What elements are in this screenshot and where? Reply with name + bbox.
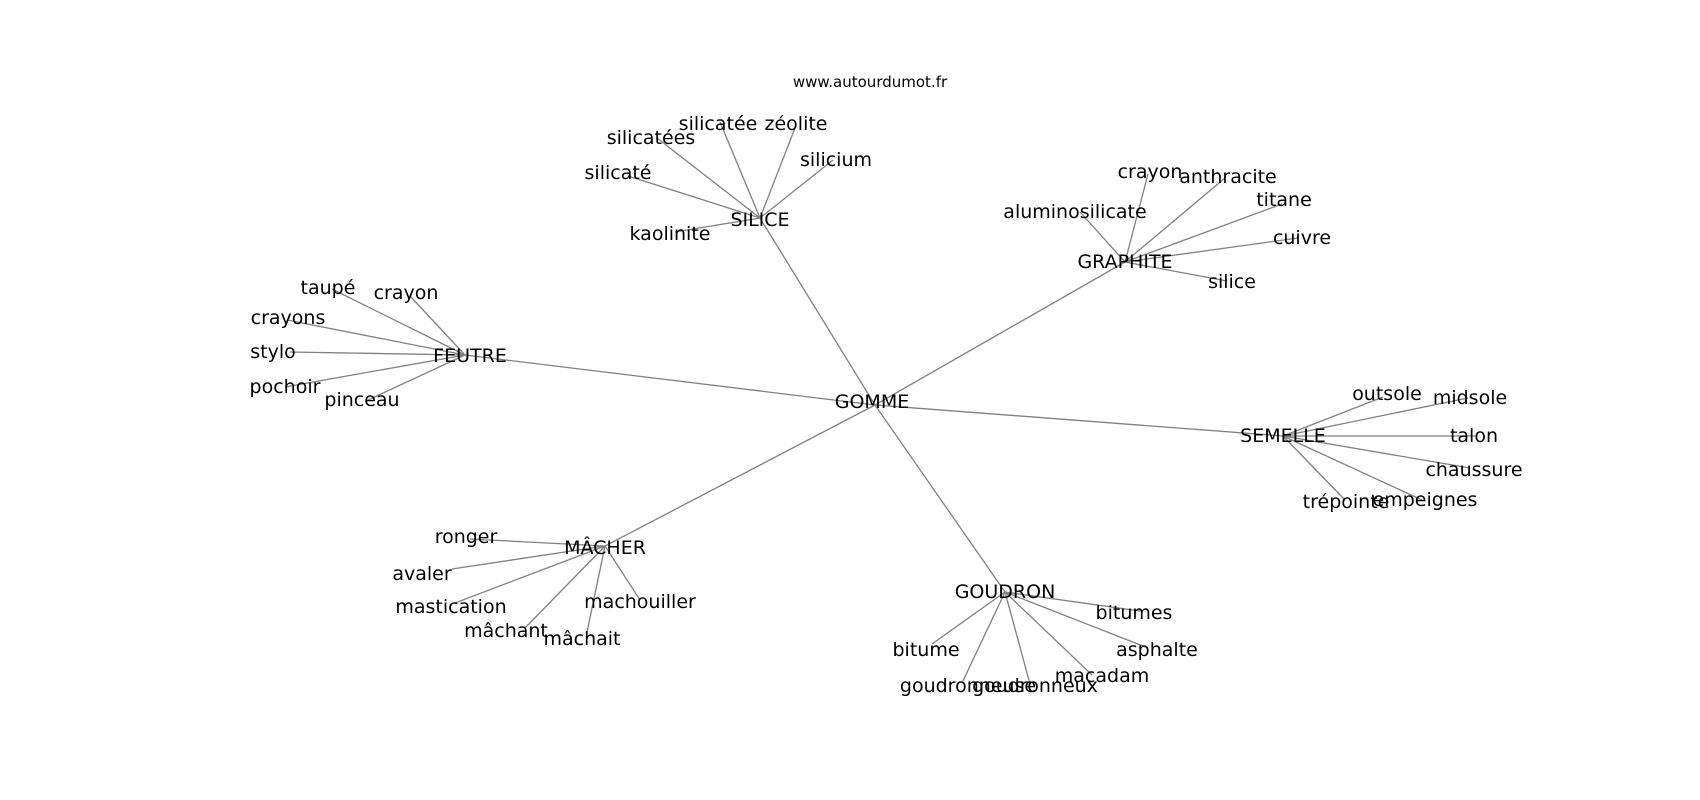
leaf-node-feutre-pinceau: pinceau xyxy=(324,389,399,411)
edge-feutre-pochoir xyxy=(284,354,466,388)
hub-node-macher: MÂCHER xyxy=(564,536,646,559)
hub-node-goudron: GOUDRON xyxy=(955,581,1056,603)
edge-center-feutre xyxy=(464,354,876,406)
edge-semelle-chaussure xyxy=(1282,435,1471,469)
edge-silice-silicium xyxy=(759,159,834,219)
edge-graphite-silice xyxy=(1124,261,1228,282)
edge-silice-silicatees xyxy=(656,137,761,219)
edge-feutre-crayons xyxy=(286,319,466,356)
leaf-node-graphite-crayon: crayon xyxy=(1118,161,1183,183)
edge-graphite-titane xyxy=(1124,203,1283,263)
edge-center-silice xyxy=(759,217,876,406)
edge-silice-kaolinite xyxy=(674,217,761,233)
center-node-label: GOMME xyxy=(835,391,909,413)
edge-semelle-outsole xyxy=(1282,396,1384,437)
hub-node-semelle: SEMELLE xyxy=(1240,425,1326,447)
edge-macher-machouiller xyxy=(604,545,641,601)
leaf-node-semelle-outsole: outsole xyxy=(1352,383,1422,405)
edge-center-semelle xyxy=(874,404,1284,437)
leaf-node-goudron-bitume: bitume xyxy=(892,639,959,661)
edge-macher-mastication xyxy=(454,545,606,604)
hub-node-graphite: GRAPHITE xyxy=(1077,251,1172,273)
graph-edges xyxy=(284,121,1475,685)
edge-graphite-crayon xyxy=(1124,173,1149,263)
leaf-node-semelle-midsole: midsole xyxy=(1433,387,1507,409)
leaf-node-graphite-silice: silice xyxy=(1208,271,1256,293)
leaf-node-graphite-titane: titane xyxy=(1256,189,1312,211)
leaf-node-goudron-bitumes: bitumes xyxy=(1096,602,1173,624)
leaf-node-macher-avaler: avaler xyxy=(392,563,451,585)
edge-center-goudron xyxy=(874,404,1006,593)
edge-goudron-bitume xyxy=(931,591,1006,645)
leaf-node-feutre-stylo: stylo xyxy=(250,341,296,363)
edge-macher-machait xyxy=(586,545,606,633)
leaf-node-semelle-talon: talon xyxy=(1450,425,1498,447)
leaf-node-semelle-chaussure: chaussure xyxy=(1425,459,1522,481)
edge-semelle-trepointe xyxy=(1282,435,1346,501)
leaf-node-macher-ronger: ronger xyxy=(435,526,498,548)
edge-silice-zeolite xyxy=(759,127,796,219)
edge-goudron-goudronneuse xyxy=(961,591,1006,684)
leaf-node-semelle-trepointe: trépointe xyxy=(1303,491,1390,513)
edge-center-macher xyxy=(604,404,876,547)
leaf-node-macher-mastication: mastication xyxy=(395,596,506,618)
edge-goudron-bitumes xyxy=(1004,591,1141,612)
leaf-node-graphite-aluminosilicate: aluminosilicate xyxy=(1003,201,1146,223)
leaf-node-graphite-anthracite: anthracite xyxy=(1179,166,1277,188)
edge-goudron-macadam xyxy=(1004,591,1093,676)
leaf-node-feutre-pochoir: pochoir xyxy=(250,376,321,398)
leaf-node-silice-zeolite: zéolite xyxy=(765,113,828,135)
leaf-node-macher-machant: mâchant xyxy=(464,620,548,642)
leaf-node-macher-machait: mâchait xyxy=(543,628,620,650)
edge-graphite-aluminosilicate xyxy=(1079,211,1126,263)
hub-node-feutre: FEUTRE xyxy=(433,345,507,367)
edge-graphite-cuivre xyxy=(1124,237,1299,263)
edge-macher-ronger xyxy=(469,538,606,547)
edge-silice-silicate xyxy=(627,175,761,219)
edge-semelle-empeignes xyxy=(1282,435,1423,501)
leaf-node-goudron-macadam: macadam xyxy=(1055,665,1149,687)
edge-goudron-asphalte xyxy=(1004,591,1149,649)
edge-center-graphite xyxy=(874,261,1126,406)
edge-graphite-anthracite xyxy=(1124,177,1226,263)
leaf-node-silice-silicatee: silicatée xyxy=(679,113,758,135)
edge-macher-avaler xyxy=(451,545,606,570)
leaf-node-graphite-cuivre: cuivre xyxy=(1273,227,1331,249)
leaf-node-feutre-crayon: crayon xyxy=(374,282,439,304)
source-label: www.autourdumot.fr xyxy=(793,73,948,91)
leaf-node-silice-silicium: silicium xyxy=(800,149,872,171)
edge-goudron-goudronneux xyxy=(1004,591,1031,685)
edge-feutre-pinceau xyxy=(367,354,466,401)
edge-macher-machant xyxy=(524,545,606,629)
leaf-node-silice-silicate: silicaté xyxy=(585,162,652,184)
leaf-node-semelle-empeignes: empeignes xyxy=(1373,489,1478,511)
hub-node-silice: SILICE xyxy=(730,209,789,231)
leaf-node-silice-silicatees: silicatées xyxy=(607,127,696,149)
edge-silice-silicatee xyxy=(719,121,761,219)
leaf-node-silice-kaolinite: kaolinite xyxy=(630,223,711,245)
leaf-node-goudron-goudronneuse: goudronneuse xyxy=(900,675,1036,697)
leaf-node-macher-machouiller: machouiller xyxy=(584,591,696,613)
leaf-node-feutre-taupe: taupé xyxy=(301,277,356,299)
leaf-node-goudron-asphalte: asphalte xyxy=(1116,639,1198,661)
edge-feutre-crayon xyxy=(409,295,466,356)
edge-feutre-stylo xyxy=(289,351,466,356)
edge-semelle-midsole xyxy=(1282,397,1469,437)
graph-labels: GOMME SILICE silicatée zéolite silicatées sil… xyxy=(250,113,1523,697)
leaf-node-feutre-crayons: crayons xyxy=(251,307,326,329)
leaf-node-goudron-goudronneux: goudronneux xyxy=(972,675,1098,697)
edge-feutre-taupe xyxy=(331,288,466,356)
